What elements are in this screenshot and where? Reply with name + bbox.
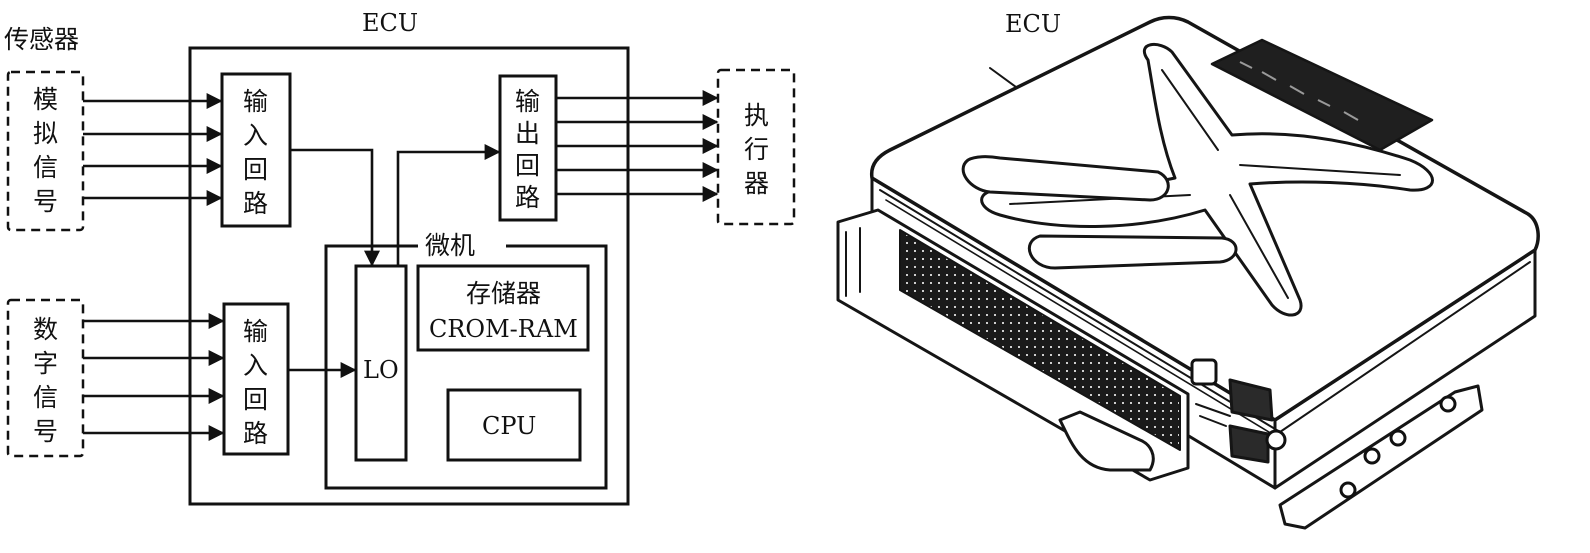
ecu-title: ECU xyxy=(362,9,418,37)
x-embossing-inner xyxy=(1009,69,1401,299)
io-block-label: LO xyxy=(363,356,399,384)
input-circuit-top-box xyxy=(220,72,292,228)
connector-grille xyxy=(899,229,1181,451)
small-plug xyxy=(1190,358,1218,386)
mounting-bracket xyxy=(1278,384,1484,530)
actuator-char-3: 器 xyxy=(744,169,769,198)
cpu-box xyxy=(446,388,582,462)
harness-clip xyxy=(1058,410,1155,472)
digital-char-3: 信 xyxy=(33,383,58,412)
input-top-to-io-arrow xyxy=(290,148,380,267)
analog-signal-text: 模 拟 信 号 xyxy=(33,85,58,216)
bracket-hole-3 xyxy=(1363,447,1381,465)
bracket-hole-1 xyxy=(1439,395,1457,413)
actuator-char-1: 执 xyxy=(744,101,769,130)
label-plate xyxy=(1210,38,1434,152)
top-edge-lip-2 xyxy=(885,199,1283,441)
side-connector-2 xyxy=(1228,424,1270,464)
input-circuit-bottom-box xyxy=(222,302,290,456)
digital-char-1: 数 xyxy=(33,315,58,344)
output-char-3: 回 xyxy=(515,151,540,180)
input-top-char-3: 回 xyxy=(243,155,268,184)
digital-signal-text: 数 字 信 号 xyxy=(33,315,58,446)
bracket-hole-4 xyxy=(1339,481,1357,499)
io-block-box xyxy=(354,264,408,462)
io-to-output-arrow xyxy=(396,144,501,266)
input-top-char-1: 输 xyxy=(243,87,268,116)
cpu-label: CPU xyxy=(482,412,536,440)
illustration-ecu-label: ECU xyxy=(1005,10,1061,38)
ecu-top-face xyxy=(869,15,1540,422)
side-connector-1 xyxy=(1228,378,1274,422)
output-circuit-box xyxy=(498,74,558,222)
actuator-text: 执 行 器 xyxy=(744,101,769,198)
memory-label-1: 存储器 xyxy=(466,279,541,308)
ecu-illustration: ECU xyxy=(836,10,1540,530)
actuator-char-2: 行 xyxy=(744,135,769,164)
connector-edge-lines xyxy=(845,227,861,297)
analog-signal-box xyxy=(6,70,85,232)
block-diagram: 传感器 ECU 模 拟 信 号 数 字 信 号 执 行 器 输 xyxy=(4,9,796,506)
side-details xyxy=(1195,403,1231,427)
digital-signal-box xyxy=(6,298,85,458)
output-char-4: 路 xyxy=(515,183,540,212)
input-bottom-char-2: 入 xyxy=(243,351,268,380)
memory-box xyxy=(416,264,590,352)
input-top-char-4: 路 xyxy=(243,189,268,218)
input-top-char-2: 入 xyxy=(243,121,268,150)
analog-char-4: 号 xyxy=(33,187,58,216)
input-circuit-bottom-text: 输 入 回 路 xyxy=(243,317,268,448)
top-oval-slot-left xyxy=(961,155,1170,202)
memory-label-2: CROM-RAM xyxy=(429,315,578,343)
digital-char-2: 字 xyxy=(33,349,58,378)
sensor-header: 传感器 xyxy=(4,25,79,54)
digital-input-arrows xyxy=(83,313,225,441)
top-oval-slot-bottom xyxy=(1027,234,1238,270)
analog-char-2: 拟 xyxy=(33,119,58,148)
bracket-hole-2 xyxy=(1389,429,1407,447)
output-char-2: 出 xyxy=(515,119,540,148)
side-knob xyxy=(1265,429,1287,451)
analog-char-3: 信 xyxy=(33,153,58,182)
label-plate-print xyxy=(1239,61,1359,121)
input-circuit-top-text: 输 入 回 路 xyxy=(243,87,268,218)
microcomputer-label: 微机 xyxy=(425,231,475,260)
bracket-holes xyxy=(1339,395,1457,499)
microcomputer-box xyxy=(324,244,608,490)
output-circuit-text: 输 出 回 路 xyxy=(515,87,540,212)
input-bottom-char-4: 路 xyxy=(243,419,268,448)
input-bottom-char-3: 回 xyxy=(243,385,268,414)
digital-char-4: 号 xyxy=(33,417,58,446)
output-char-1: 输 xyxy=(515,87,540,116)
analog-input-arrows xyxy=(83,93,223,206)
output-actuator-arrows xyxy=(556,90,719,202)
input-bottom-char-1: 输 xyxy=(243,317,268,346)
analog-char-1: 模 xyxy=(33,85,58,114)
